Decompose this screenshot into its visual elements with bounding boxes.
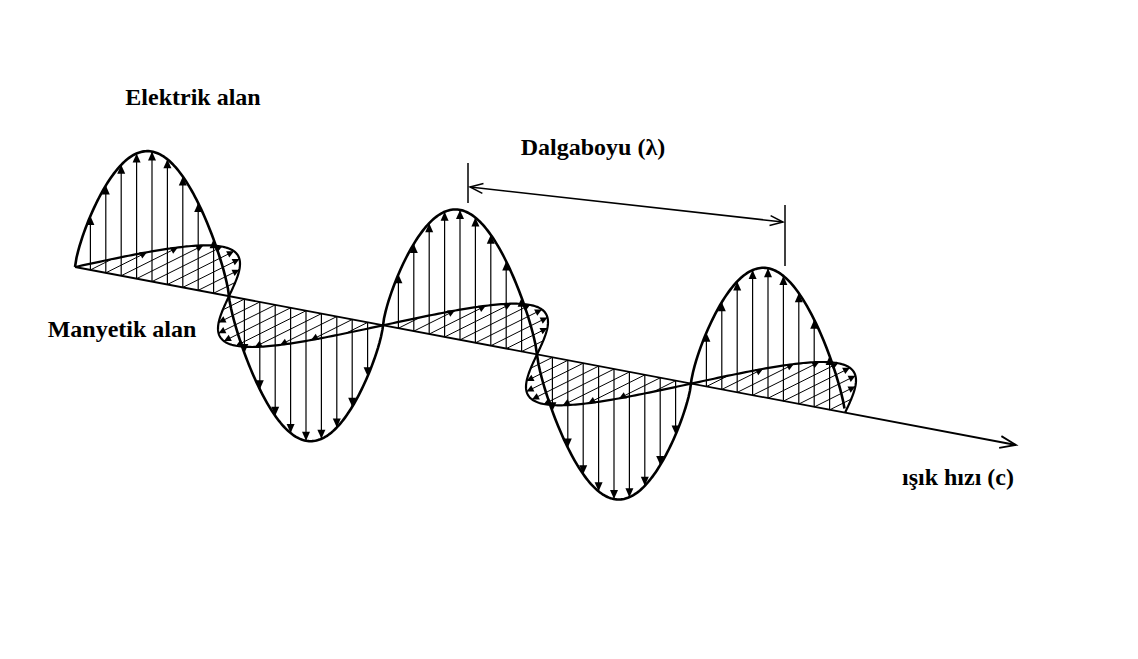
electric-vector: [506, 261, 507, 348]
electric-vector: [151, 152, 152, 282]
field-label: Elektrik alan: [122, 84, 263, 112]
magnetic-vector: [152, 247, 222, 282]
dimension-tick: [784, 205, 786, 266]
electric-vector: [182, 177, 183, 288]
magnetic-vector: [137, 245, 204, 278]
electric-vector: [290, 308, 291, 433]
magnetic-arrowhead: [232, 259, 240, 265]
dimension-label: Dalgaboyu (λ): [518, 134, 668, 162]
axis-label: ışık hızı (c): [899, 464, 1017, 492]
electric-vector: [475, 218, 476, 343]
electric-vector: [459, 210, 460, 340]
wavelength-dimension: [468, 163, 785, 266]
electric-vector: [136, 153, 137, 278]
magnetic-vector: [527, 363, 584, 391]
magnetic-arrowhead: [540, 317, 548, 323]
magnetic-vector: [753, 362, 820, 395]
field-label: Manyetik alan: [45, 316, 200, 344]
electric-vector: [583, 363, 584, 474]
electric-vector: [629, 372, 630, 497]
electric-vector: [767, 268, 768, 398]
magnetic-arrowhead: [534, 310, 542, 316]
magnetic-vector: [768, 363, 838, 398]
electric-vector: [259, 302, 260, 389]
magnetic-vector: [544, 369, 614, 404]
magnetic-vector: [219, 305, 276, 333]
electric-vector: [321, 314, 322, 439]
magnetic-arrowhead: [848, 376, 856, 382]
electric-vector: [598, 366, 599, 491]
dimension-tick: [467, 163, 469, 203]
electric-vector: [783, 276, 784, 401]
magnetic-vector: [563, 372, 630, 405]
dimension-arrowhead: [470, 183, 483, 193]
electric-vector: [198, 203, 199, 290]
magnetic-vector: [445, 304, 512, 337]
electric-vector: [490, 235, 491, 346]
magnetic-arrowhead: [527, 385, 535, 391]
electric-vector: [798, 293, 799, 404]
electric-vector: [275, 305, 276, 416]
electric-vector: [444, 212, 445, 337]
magnetic-arrowhead: [842, 368, 850, 374]
magnetic-arrowhead: [224, 335, 232, 341]
propagation-axis: [75, 267, 1016, 445]
dimension-arrowhead: [770, 216, 783, 226]
electric-vector: [167, 159, 168, 284]
electric-vector: [567, 360, 568, 447]
field-vectors: [86, 152, 855, 499]
magnetic-vector: [460, 305, 530, 340]
axis-arrowhead: [999, 436, 1016, 448]
magnetic-vector: [255, 314, 322, 347]
electric-vector: [814, 320, 815, 407]
electric-vector: [644, 375, 645, 486]
magnetic-arrowhead: [219, 327, 227, 333]
magnetic-vector: [799, 376, 856, 404]
dimension-line: [470, 187, 783, 222]
electric-vector: [336, 317, 337, 428]
magnetic-vector: [183, 259, 240, 287]
magnetic-arrowhead: [226, 251, 234, 257]
electric-vector: [737, 282, 738, 393]
electric-vector: [121, 165, 122, 276]
electric-vector: [752, 270, 753, 395]
magnetic-vector: [236, 311, 306, 346]
magnetic-arrowhead: [532, 393, 540, 399]
electric-vector: [429, 223, 430, 334]
magnetic-vector: [491, 317, 548, 345]
electric-vector: [613, 369, 614, 499]
electric-vector: [305, 311, 306, 441]
